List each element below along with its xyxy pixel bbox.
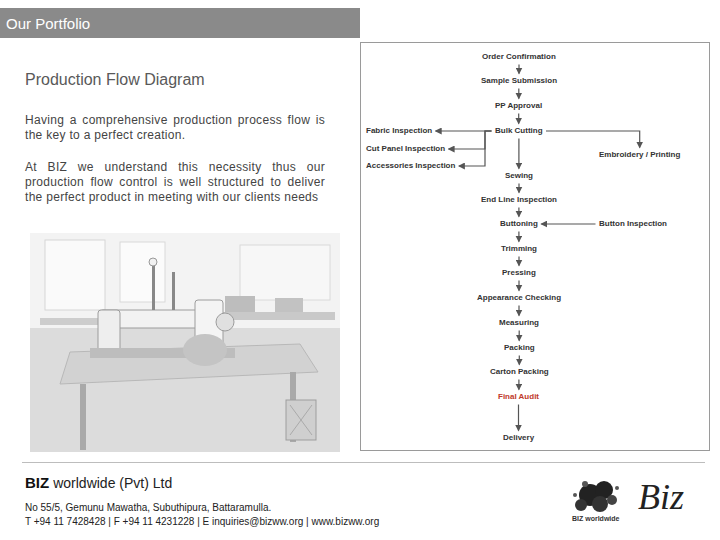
flow-step: Trimming <box>499 243 539 255</box>
step-text: Fabric Inspection <box>366 126 432 135</box>
flow-step: Order Confirmation <box>480 51 558 63</box>
flow-arrow <box>518 89 519 99</box>
flow-step: Sample Submission <box>479 75 559 87</box>
flow-arrow <box>518 257 519 266</box>
flow-step: End Line Inspection <box>479 194 559 206</box>
step-text: Pressing <box>502 268 536 277</box>
flow-arrow <box>518 139 519 169</box>
step-text: Cut Panel Inspection <box>366 144 445 153</box>
step-text: Sewing <box>505 171 533 180</box>
flow-step: Pressing <box>500 267 538 279</box>
flow-arrow <box>518 232 519 242</box>
flow-step: Measuring <box>497 317 541 329</box>
step-text: Final Audit <box>498 392 539 401</box>
flow-step: Bulk Cutting <box>493 125 545 137</box>
contact-line: T +94 11 7428428 | F +94 11 4231228 | E … <box>25 516 379 527</box>
flow-arrow <box>518 306 519 316</box>
footer-company: BIZworldwide (Pvt) Ltd <box>25 474 176 492</box>
flow-step: Delivery <box>501 432 536 444</box>
flow-arrow <box>546 131 640 148</box>
footer-rule <box>22 462 705 463</box>
flow-step: Button Inspection <box>597 218 669 230</box>
flow-arrow <box>518 380 519 390</box>
logo-mark <box>573 481 619 512</box>
address-line: No 55/5, Gemunu Mawatha, Subuthipura, Ba… <box>25 502 271 513</box>
intro-text: At BIZ we understand this necessity thus… <box>25 160 325 205</box>
flow-arrow <box>518 208 519 217</box>
company-brand: BIZ <box>25 474 49 491</box>
step-text: Trimming <box>501 244 537 253</box>
step-text: Button Inspection <box>599 219 667 228</box>
flow-step: PP Approval <box>493 100 544 112</box>
logo-caption: BIZ worldwide <box>572 515 619 522</box>
flow-step: Final Audit <box>496 391 541 403</box>
flow-arrow <box>541 223 595 224</box>
slide-title: Production Flow Diagram <box>25 71 205 89</box>
intro-text: Having a comprehensive production proces… <box>25 113 325 143</box>
company-name: worldwide (Pvt) Ltd <box>53 475 172 491</box>
flow-arrow <box>518 405 519 431</box>
step-text: Measuring <box>499 318 539 327</box>
step-text: Sample Submission <box>481 76 557 85</box>
step-text: Packing <box>504 343 535 352</box>
step-text: Buttoning <box>500 219 538 228</box>
flow-arrow <box>459 131 492 166</box>
flow-arrow <box>518 281 519 291</box>
step-text: Appearance Checking <box>477 293 561 302</box>
flow-arrow <box>518 65 519 74</box>
workshop-photo <box>30 233 340 452</box>
step-text: Embroidery / Printing <box>599 150 680 159</box>
step-text: Bulk Cutting <box>495 126 543 135</box>
header-band: Our Portfolio <box>0 8 360 38</box>
flow-arrow <box>518 114 519 124</box>
flow-step: Carton Packing <box>488 366 551 378</box>
step-text: Delivery <box>503 433 534 442</box>
header-text: Our Portfolio <box>6 15 90 32</box>
step-text: PP Approval <box>495 101 542 110</box>
flow-arrow <box>519 356 520 365</box>
flow-step: Cut Panel Inspection <box>364 143 447 155</box>
logo-word: Biz <box>638 476 684 518</box>
flow-arrow <box>519 331 520 341</box>
flow-step: Accessories Inspection <box>364 160 457 172</box>
step-text: Carton Packing <box>490 367 549 376</box>
flow-step: Packing <box>502 342 537 354</box>
flow-step: Fabric Inspection <box>364 125 434 137</box>
diagram-frame <box>361 43 710 451</box>
step-text: Accessories Inspection <box>366 161 455 170</box>
step-text: Order Confirmation <box>482 52 556 61</box>
flow-step: Embroidery / Printing <box>597 149 682 161</box>
flow-step: Appearance Checking <box>475 292 563 304</box>
flow-arrow <box>518 184 519 193</box>
flow-step: Sewing <box>503 170 535 182</box>
flow-arrow <box>436 130 492 131</box>
step-text: End Line Inspection <box>481 195 557 204</box>
flow-step: Buttoning <box>498 218 540 230</box>
